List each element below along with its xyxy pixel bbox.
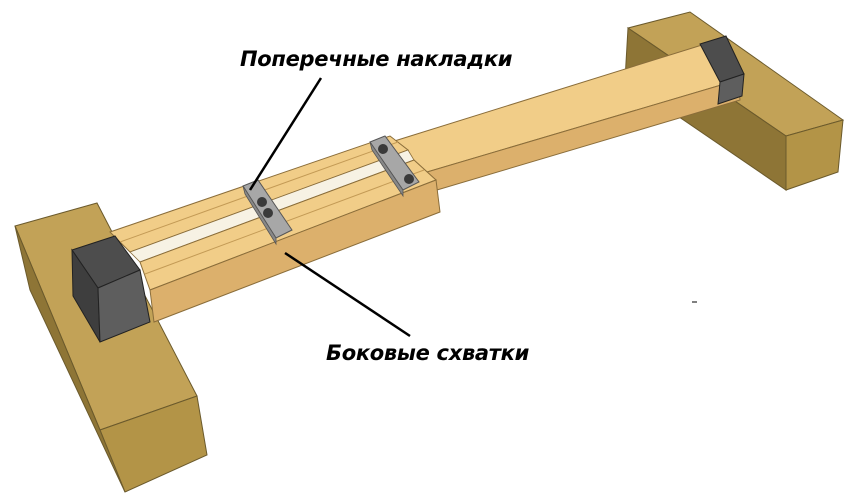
cross-plate-right bbox=[369, 135, 420, 198]
bolt-icon bbox=[378, 144, 388, 154]
left-cap-side bbox=[97, 269, 151, 343]
left-support-side bbox=[14, 225, 126, 493]
cross-plate-left-edge bbox=[242, 185, 277, 246]
right-support-side bbox=[785, 119, 844, 191]
clamp-front-side bbox=[149, 179, 441, 323]
cross-plate-right-edge bbox=[369, 141, 404, 198]
leader-line-side-clamps bbox=[284, 251, 411, 338]
leader-line-cross-plates bbox=[248, 77, 323, 191]
left-end-cap bbox=[71, 235, 151, 343]
cross-plates-label: Поперечные накладки bbox=[240, 47, 513, 71]
bolt-icon bbox=[404, 174, 414, 184]
bolt-icon bbox=[263, 208, 273, 218]
cross-plate-left bbox=[242, 179, 293, 246]
side-clamps-label: Боковые схватки bbox=[326, 341, 530, 365]
bolt-icon bbox=[257, 197, 267, 207]
right-end-cap bbox=[699, 35, 745, 105]
right-cap-side bbox=[717, 73, 745, 105]
